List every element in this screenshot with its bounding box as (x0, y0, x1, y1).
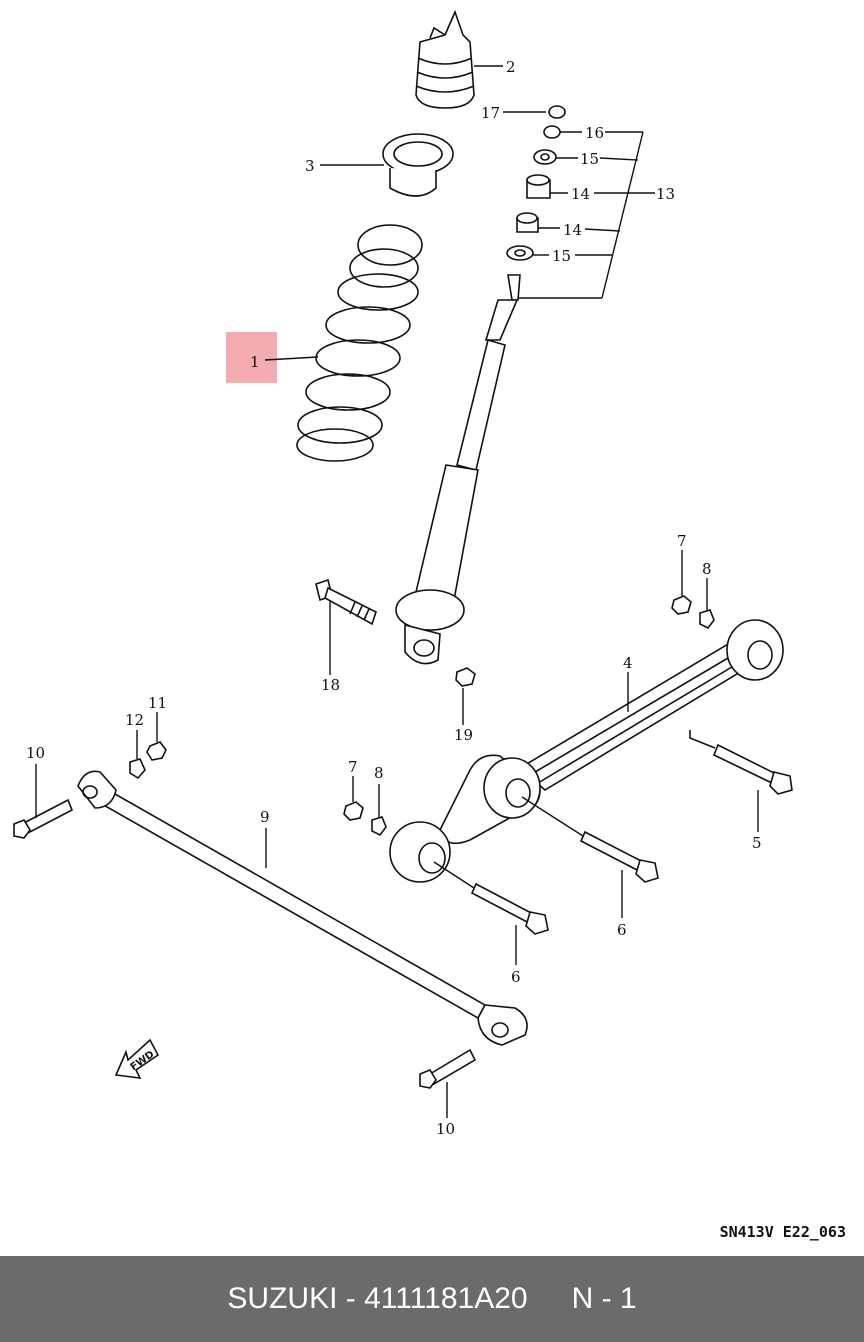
callout-14-upper: 14 (571, 185, 590, 203)
callout-10-right: 10 (436, 1120, 455, 1138)
callout-9: 9 (260, 808, 270, 826)
nut-17-part[interactable] (548, 105, 566, 119)
callout-6-lower: 6 (511, 968, 521, 986)
bolt-18-part[interactable] (315, 578, 377, 626)
callout-7-center: 7 (348, 758, 358, 776)
callout-19: 19 (454, 726, 473, 744)
shock-absorber-part[interactable] (395, 274, 521, 665)
bump-stop-part[interactable] (415, 9, 475, 109)
nut-11-part[interactable] (146, 741, 167, 761)
bolt-6-upper-part[interactable] (521, 796, 659, 883)
washer-15-upper-part[interactable] (533, 149, 557, 165)
drawing-code: SN413V E22_063 (719, 1223, 846, 1241)
callout-8-center: 8 (374, 764, 384, 782)
parts-diagram: FWD 1 2 3 17 16 15 14 13 14 15 7 8 4 18 … (13, 9, 846, 1241)
callout-8-upper: 8 (702, 560, 712, 578)
bushing-14-lower-part[interactable] (516, 212, 539, 233)
callout-14-lower: 14 (563, 221, 582, 239)
bolt-10-left-part[interactable] (13, 798, 74, 839)
footer-brand-part-number: SUZUKI - 4111181A20 (227, 1282, 528, 1315)
callout-13: 13 (656, 185, 675, 203)
nut-16-part[interactable] (543, 125, 561, 139)
footer-bar: SUZUKI - 4111181A20 N - 1 (0, 1256, 864, 1342)
washer-8-center-part[interactable] (371, 816, 387, 837)
coil-spring-part[interactable] (296, 224, 423, 462)
callout-6-upper: 6 (617, 921, 627, 939)
bolt-5-part[interactable] (712, 743, 793, 795)
exploded-view-drawing: FWD 1 2 3 17 16 15 14 13 14 15 7 8 4 18 … (13, 9, 793, 1138)
nut-7-center-part[interactable] (343, 801, 364, 821)
callout-10-left: 10 (26, 744, 45, 762)
washer-12-part[interactable] (129, 758, 146, 780)
spring-seat-part[interactable] (382, 133, 454, 197)
washer-8-upper-part[interactable] (699, 609, 715, 630)
callout-2: 2 (506, 58, 516, 76)
callout-16: 16 (585, 124, 604, 142)
callout-18: 18 (321, 676, 340, 694)
nut-19-part[interactable] (455, 667, 476, 687)
callout-15-lower: 15 (552, 247, 571, 265)
callout-7-upper: 7 (677, 532, 687, 550)
forward-arrow-icon: FWD (114, 1038, 160, 1079)
bolt-6-lower-part[interactable] (433, 861, 549, 935)
footer-position: N - 1 (571, 1282, 637, 1315)
callout-12: 12 (125, 711, 144, 729)
highlight-part-1 (226, 332, 277, 383)
callout-4: 4 (623, 654, 633, 672)
trailing-arm-part[interactable] (389, 619, 784, 883)
callout-3: 3 (305, 157, 315, 175)
lateral-rod-part[interactable] (77, 770, 528, 1046)
nut-7-upper-part[interactable] (671, 595, 692, 615)
bolt-10-right-part[interactable] (419, 1048, 477, 1089)
callout-15-upper: 15 (580, 150, 599, 168)
callout-11: 11 (148, 694, 167, 712)
callout-17: 17 (481, 104, 500, 122)
callout-5: 5 (752, 834, 762, 852)
bushing-14-upper-part[interactable] (526, 174, 551, 199)
washer-15-lower-part[interactable] (506, 245, 534, 261)
callout-1: 1 (250, 353, 260, 371)
